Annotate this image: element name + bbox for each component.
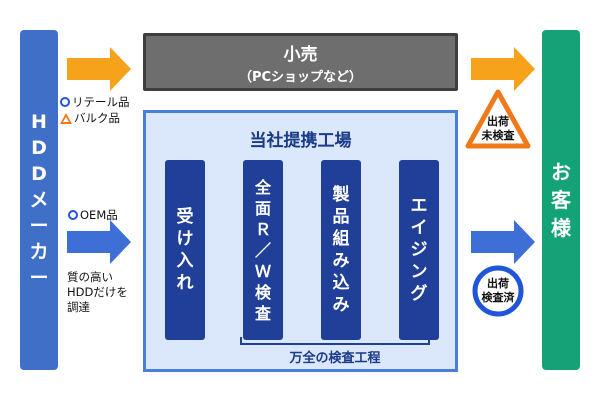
oem-item-label: OEM品 [68, 207, 118, 223]
arrow-maker-to-factory [67, 220, 131, 264]
step-label: エイジング [410, 196, 428, 304]
thorough-inspection-caption: 万全の検査工程 [289, 351, 381, 366]
arrow-retail-to-customer [471, 47, 535, 91]
customer-label: お客様 [551, 160, 571, 240]
circle-icon [68, 210, 78, 220]
retail-title: 小売 [283, 45, 318, 65]
oem-note-line: HDDだけを [67, 285, 128, 299]
arrow-factory-to-customer [471, 220, 535, 264]
step-product-integration: 製品組み込み [321, 160, 361, 340]
bulk-item-text: バルク品 [74, 111, 120, 125]
arrow-maker-to-retail [67, 47, 131, 91]
retail-box: 小売 （PCショップなど） [143, 33, 458, 91]
retail-item-text: リテール品 [72, 95, 130, 109]
inspected-badge-text: 出荷 検査済 [472, 277, 524, 305]
uninspected-badge-text: 出荷 未検査 [472, 115, 524, 143]
circle-icon [60, 97, 70, 107]
oem-item-text: OEM品 [80, 208, 118, 222]
inspection-bracket [240, 337, 430, 345]
inspected-circle [472, 265, 524, 317]
badge-line: 検査済 [481, 291, 515, 304]
oem-note-line: 質の高い [67, 270, 113, 284]
warning-triangle [465, 89, 531, 149]
badge-line: 未検査 [481, 129, 515, 142]
step-label: 製品組み込み [332, 185, 350, 315]
oem-note-line: 調達 [67, 300, 90, 314]
badge-line: 出荷 [487, 277, 509, 290]
step-aging: エイジング [399, 160, 439, 340]
step-receiving: 受け入れ [165, 160, 205, 340]
bulk-item-label: バルク品 [60, 110, 120, 126]
partner-factory-title: 当社提携工場 [249, 131, 352, 151]
oem-note: 質の高い HDDだけを 調達 [67, 270, 128, 315]
retail-subtitle: （PCショップなど） [238, 70, 363, 85]
customer-bar: お客様 [542, 30, 580, 370]
triangle-icon [60, 112, 72, 124]
retail-item-label: リテール品 [60, 94, 130, 110]
step-label: 受け入れ [176, 207, 194, 293]
badge-line: 出荷 [487, 115, 509, 128]
